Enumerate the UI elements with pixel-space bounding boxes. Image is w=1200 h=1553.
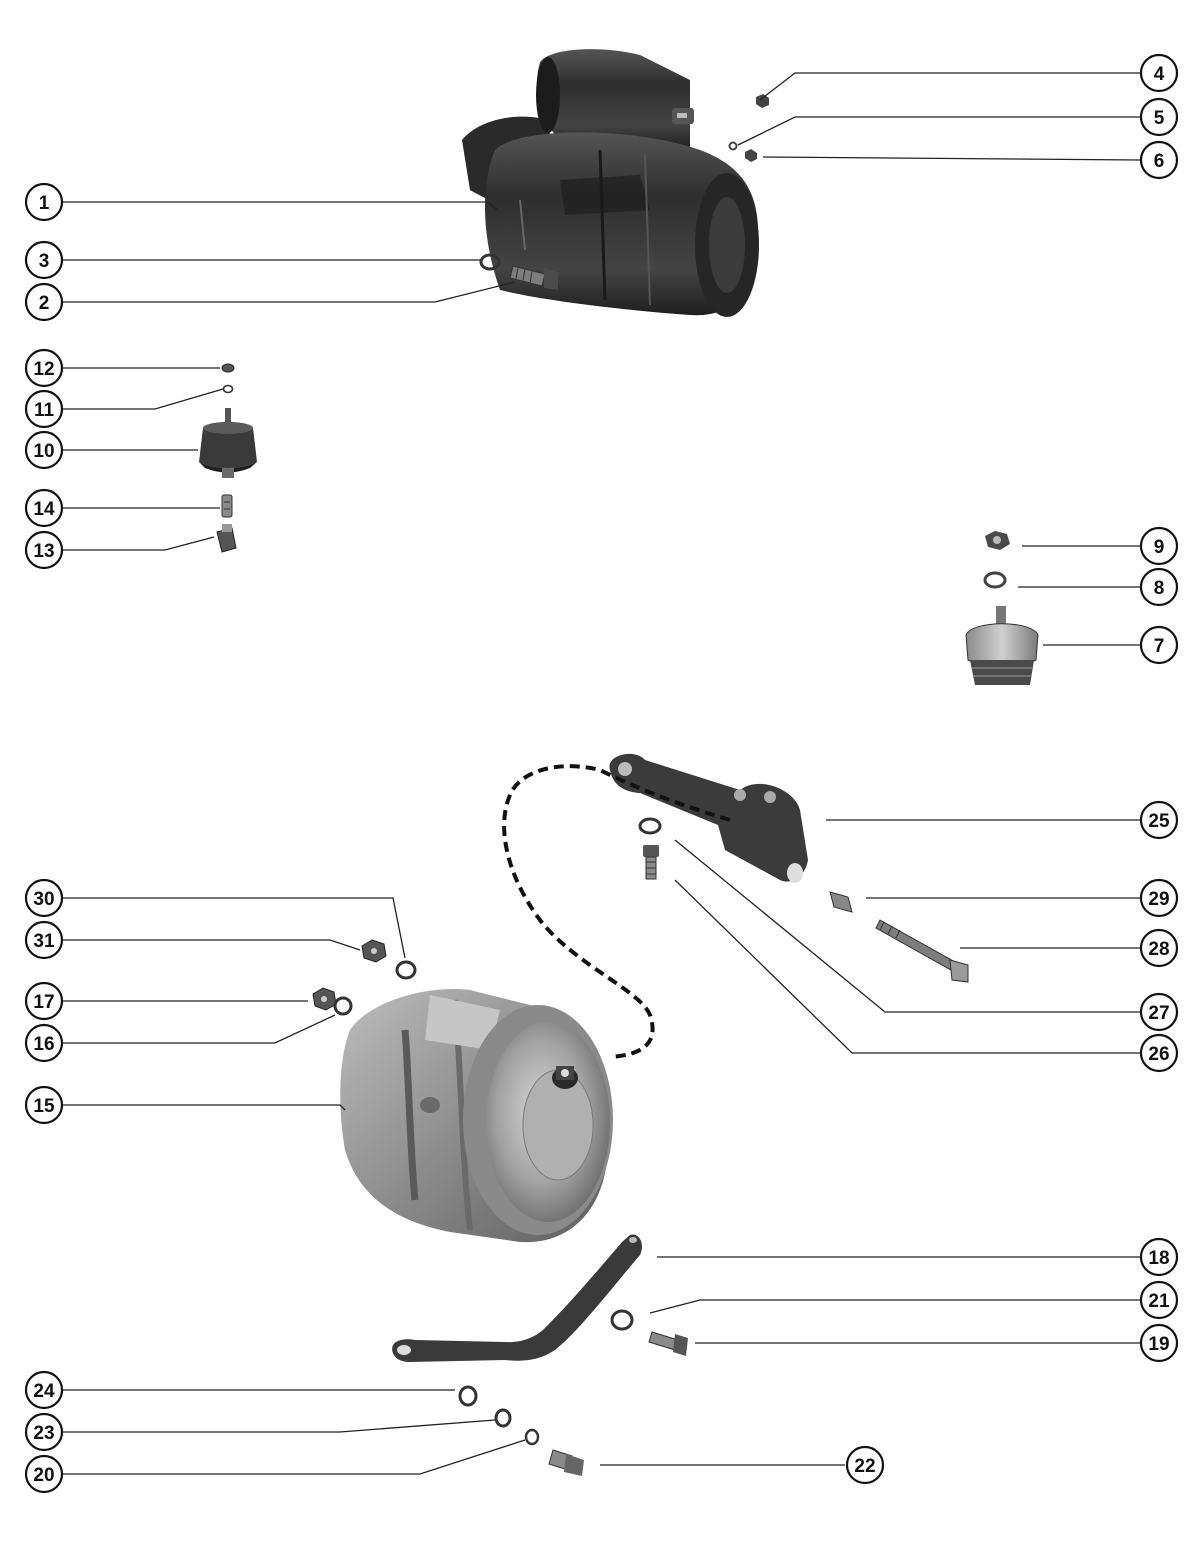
svg-text:16: 16: [33, 1034, 54, 1055]
svg-text:15: 15: [33, 1096, 55, 1117]
alternator-15: [340, 989, 613, 1243]
svg-text:22: 22: [854, 1456, 875, 1477]
svg-text:30: 30: [33, 889, 54, 910]
fitting-13: [216, 524, 237, 553]
washer-16: [333, 996, 353, 1016]
spacer-29: [829, 891, 853, 913]
svg-text:2: 2: [39, 293, 50, 314]
svg-text:25: 25: [1148, 811, 1170, 832]
sender-7: [965, 606, 1039, 685]
washer-27: [638, 817, 662, 835]
svg-text:19: 19: [1148, 1334, 1169, 1355]
washer-5: [728, 141, 738, 151]
washer-21: [610, 1309, 634, 1331]
svg-text:31: 31: [33, 931, 55, 952]
svg-text:17: 17: [33, 992, 54, 1013]
svg-text:12: 12: [33, 359, 54, 380]
callout-19: 19: [1139, 1323, 1179, 1363]
nut-17: [312, 987, 337, 1011]
callout-22: 22: [845, 1445, 885, 1485]
callout-9: 9: [1139, 526, 1179, 566]
nut-12: [221, 363, 235, 373]
svg-text:28: 28: [1148, 939, 1169, 960]
svg-text:23: 23: [33, 1423, 54, 1444]
callout-8: 8: [1139, 567, 1179, 607]
callout-5: 5: [1139, 97, 1179, 137]
callout-29: 29: [1139, 878, 1179, 918]
callout-30: 30: [24, 878, 64, 918]
svg-text:21: 21: [1148, 1291, 1170, 1312]
svg-text:4: 4: [1154, 64, 1165, 85]
callout-3: 3: [24, 240, 64, 280]
nut-9: [985, 531, 1010, 550]
svg-text:8: 8: [1154, 578, 1165, 599]
washer-30: [395, 960, 417, 980]
nut-6: [745, 149, 757, 162]
callout-25: 25: [1139, 800, 1179, 840]
svg-text:9: 9: [1154, 537, 1165, 558]
callout-14: 14: [24, 488, 64, 528]
svg-text:13: 13: [33, 541, 54, 562]
svg-text:20: 20: [33, 1465, 54, 1486]
callout-2: 2: [24, 282, 64, 322]
callout-4: 4: [1139, 53, 1179, 93]
washer-11: [222, 384, 234, 394]
connector-14: [221, 494, 233, 518]
callout-26: 26: [1139, 1033, 1179, 1073]
nut-4: [756, 94, 769, 108]
callout-17: 17: [24, 981, 64, 1021]
svg-text:7: 7: [1154, 636, 1165, 657]
svg-text:5: 5: [1154, 108, 1165, 129]
callout-7: 7: [1139, 625, 1179, 665]
callout-6: 6: [1139, 140, 1179, 180]
callout-31: 31: [24, 920, 64, 960]
bolt-2: [509, 265, 558, 290]
callout-21: 21: [1139, 1280, 1179, 1320]
ground-wire: [502, 764, 731, 1059]
svg-text:11: 11: [34, 400, 55, 421]
svg-text:1: 1: [39, 193, 50, 214]
adjusting-bracket-18: [392, 1234, 642, 1362]
leader-lines: [62, 72, 1141, 1475]
washer-23: [494, 1408, 512, 1428]
bracket-25: [609, 753, 808, 883]
svg-text:26: 26: [1148, 1044, 1169, 1065]
bolt-22: [548, 1449, 584, 1476]
callout-16: 16: [24, 1023, 64, 1063]
callout-10: 10: [24, 430, 64, 470]
svg-text:10: 10: [33, 441, 54, 462]
svg-text:24: 24: [33, 1381, 55, 1402]
washer-8: [983, 571, 1007, 589]
callout-27: 27: [1139, 992, 1179, 1032]
solenoid-10: [199, 408, 257, 478]
bolt-26: [643, 845, 659, 880]
washer-3: [479, 253, 501, 271]
callout-11: 11: [24, 389, 64, 429]
nut-31: [361, 939, 387, 963]
svg-text:27: 27: [1148, 1003, 1169, 1024]
svg-text:3: 3: [39, 251, 50, 272]
washer-20: [524, 1428, 540, 1446]
callout-15: 15: [24, 1085, 64, 1125]
callout-20: 20: [24, 1454, 64, 1494]
callout-13: 13: [24, 530, 64, 570]
svg-text:6: 6: [1154, 151, 1165, 172]
callout-23: 23: [24, 1412, 64, 1452]
washer-24: [458, 1385, 478, 1407]
starter-motor: [462, 49, 759, 317]
callout-1: 1: [24, 182, 64, 222]
callout-24: 24: [24, 1370, 64, 1410]
svg-text:29: 29: [1148, 889, 1169, 910]
svg-text:14: 14: [33, 499, 55, 520]
callout-18: 18: [1139, 1237, 1179, 1277]
callout-12: 12: [24, 348, 64, 388]
callout-28: 28: [1139, 928, 1179, 968]
svg-text:18: 18: [1148, 1248, 1169, 1269]
bolt-28: [875, 919, 969, 983]
bolt-19: [648, 1331, 688, 1356]
